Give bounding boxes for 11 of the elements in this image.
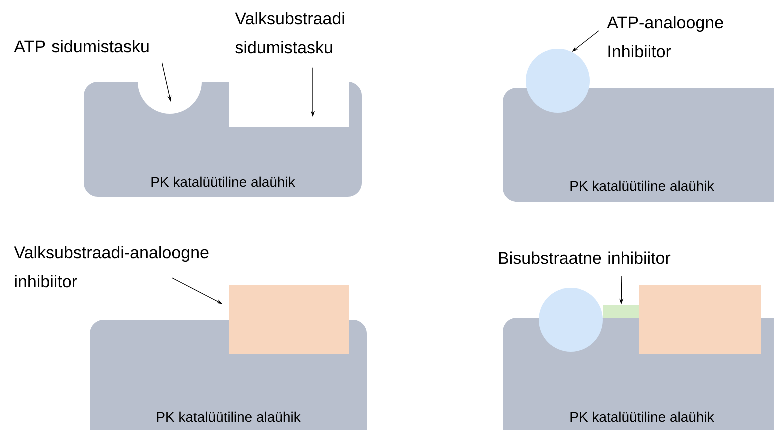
linker-bar xyxy=(603,305,640,318)
label-text: ATP sidumistasku xyxy=(14,40,149,53)
inhibitor-circle xyxy=(539,288,603,352)
inhibitor-block xyxy=(639,286,761,354)
label-text: Valksubstraadi sidumistasku xyxy=(235,12,344,54)
label-text: ATP-analoogne Inhibiitor xyxy=(607,16,724,58)
label-text: Valksubstraadi-analoogne inhibiitor xyxy=(14,246,209,288)
inhibitor-circle xyxy=(526,49,590,113)
enzyme-body: PK katalüütiline alaühik xyxy=(503,88,774,202)
label-text: Bisubstraatne inhibiitor xyxy=(499,252,671,264)
inhibitor-block xyxy=(229,286,349,354)
